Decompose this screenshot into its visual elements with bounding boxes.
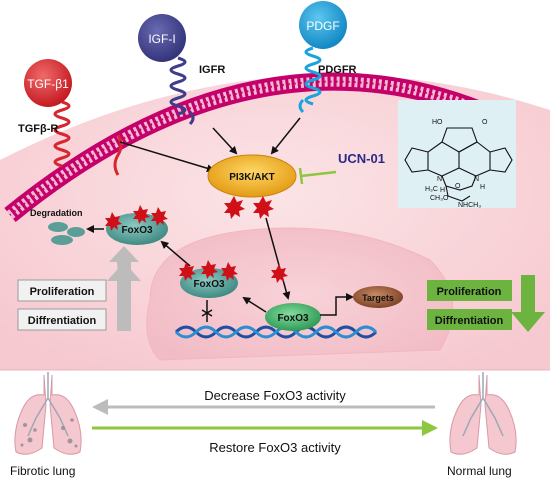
decrease-label: Decrease FoxO3 activity <box>204 388 346 403</box>
arrow-tgfr-to-pi3k <box>119 141 215 173</box>
up-arrow-shaft <box>117 275 131 331</box>
arrow-pdgfr-to-pi3k <box>270 117 301 155</box>
fibrotic-lung-icon <box>14 372 82 455</box>
transit-phospho-star <box>271 264 288 283</box>
restore-label: Restore FoxO3 activity <box>209 440 341 455</box>
pdgf-receptor-label: PDGFR <box>318 64 357 76</box>
targets-label: Targets <box>362 293 394 303</box>
left-differentiation-box <box>17 308 107 331</box>
blocked-binding-x2 <box>201 309 213 317</box>
pdgf-ligand-label: PDGF <box>306 19 339 33</box>
mol-h3c: H₃C <box>425 186 438 193</box>
fibrotic-outcome-panel: Proliferation Diffrentiation <box>17 246 141 331</box>
degraded-fragments <box>48 222 85 245</box>
mol-ho: HO <box>432 119 443 126</box>
foxo3-active-label: FoxO3 <box>277 313 309 324</box>
inhibition-bar <box>298 167 304 185</box>
pi3k-akt-node: PI3K/AKT <box>207 154 297 198</box>
mol-h1: H <box>480 184 485 191</box>
left-proliferation-box <box>17 279 107 302</box>
normal-lung-icon <box>449 372 517 455</box>
foxo3-inactive-node: FoxO3 <box>179 260 238 298</box>
igf-ligand-label: IGF-I <box>148 32 175 46</box>
foxo3-inactive-label: FoxO3 <box>193 279 225 290</box>
mol-o2: O <box>455 183 461 190</box>
ucn01-label: UCN-01 <box>338 151 385 166</box>
pi3k-phospho-stars <box>224 196 274 219</box>
arrow-nuclear-export <box>160 240 191 267</box>
cell-membrane <box>4 72 484 222</box>
normal-lung-label: Normal lung <box>447 464 512 478</box>
fibrotic-lung-label: Fibrotic lung <box>10 464 75 478</box>
down-arrow-icon <box>511 312 545 332</box>
structure-box <box>398 100 516 208</box>
mol-o: O <box>482 119 488 126</box>
arrow-active-to-inactive <box>242 296 267 313</box>
arrow-igfr-to-pi3k <box>212 127 238 155</box>
dna-helix <box>174 325 378 339</box>
mol-n2: N <box>474 176 479 183</box>
pdgf-receptor-tail <box>298 98 305 114</box>
tgf-beta1-ligand: TGF-β1 <box>24 59 72 107</box>
restore-arrow-icon <box>422 420 438 436</box>
foxo3-active-node: FoxO3 <box>265 303 321 331</box>
mol-ch3o: CH₃O <box>430 195 449 202</box>
degradation-label: Degradation <box>30 208 83 218</box>
tgf-ligand-label: TGF-β1 <box>27 77 69 91</box>
right-differentiation-box <box>427 309 512 330</box>
up-arrow-icon <box>109 246 139 277</box>
tgf-receptor-coil <box>53 100 71 168</box>
decrease-arrow-icon <box>92 399 108 415</box>
right-proliferation-box <box>427 280 512 301</box>
igf-receptor-tail <box>188 110 195 126</box>
arrow-pi3k-to-foxo3 <box>265 217 291 300</box>
tgf-receptor-label: TGFβ-R <box>18 123 58 135</box>
inhibition-line <box>300 170 337 178</box>
left-proliferation-label: Proliferation <box>30 286 95 298</box>
up-arrow-head <box>107 262 141 281</box>
down-arrow-shaft <box>521 275 535 315</box>
right-proliferation-label: Proliferation <box>437 286 502 298</box>
pdgf-ligand: PDGF <box>299 1 347 49</box>
normal-outcome-panel: Proliferation Diffrentiation <box>427 275 545 332</box>
mol-h2: H <box>440 187 445 194</box>
targets-node: Targets <box>353 286 403 308</box>
igf-receptor-label: IGFR <box>199 64 225 76</box>
pi3k-label: PI3K/AKT <box>229 172 275 183</box>
igf1-ligand: IGF-I <box>138 14 186 62</box>
right-differentiation-label: Diffrentiation <box>435 315 504 327</box>
tgf-receptor-tail <box>113 134 123 176</box>
mol-nhch3: NHCH₃ <box>458 202 481 209</box>
arrow-to-targets <box>320 293 354 316</box>
foxo3-cytoplasm-node: FoxO3 <box>105 205 168 245</box>
foxo3-cytoplasm-label: FoxO3 <box>121 225 153 236</box>
mol-n1: N <box>437 176 442 183</box>
ucn01-structure: HO O N N H O H CH₃O H₃C NHCH₃ <box>398 100 516 209</box>
pdgf-receptor-coil <box>304 46 322 106</box>
igf-receptor-coil <box>169 56 187 116</box>
left-differentiation-label: Diffrentiation <box>28 315 97 327</box>
